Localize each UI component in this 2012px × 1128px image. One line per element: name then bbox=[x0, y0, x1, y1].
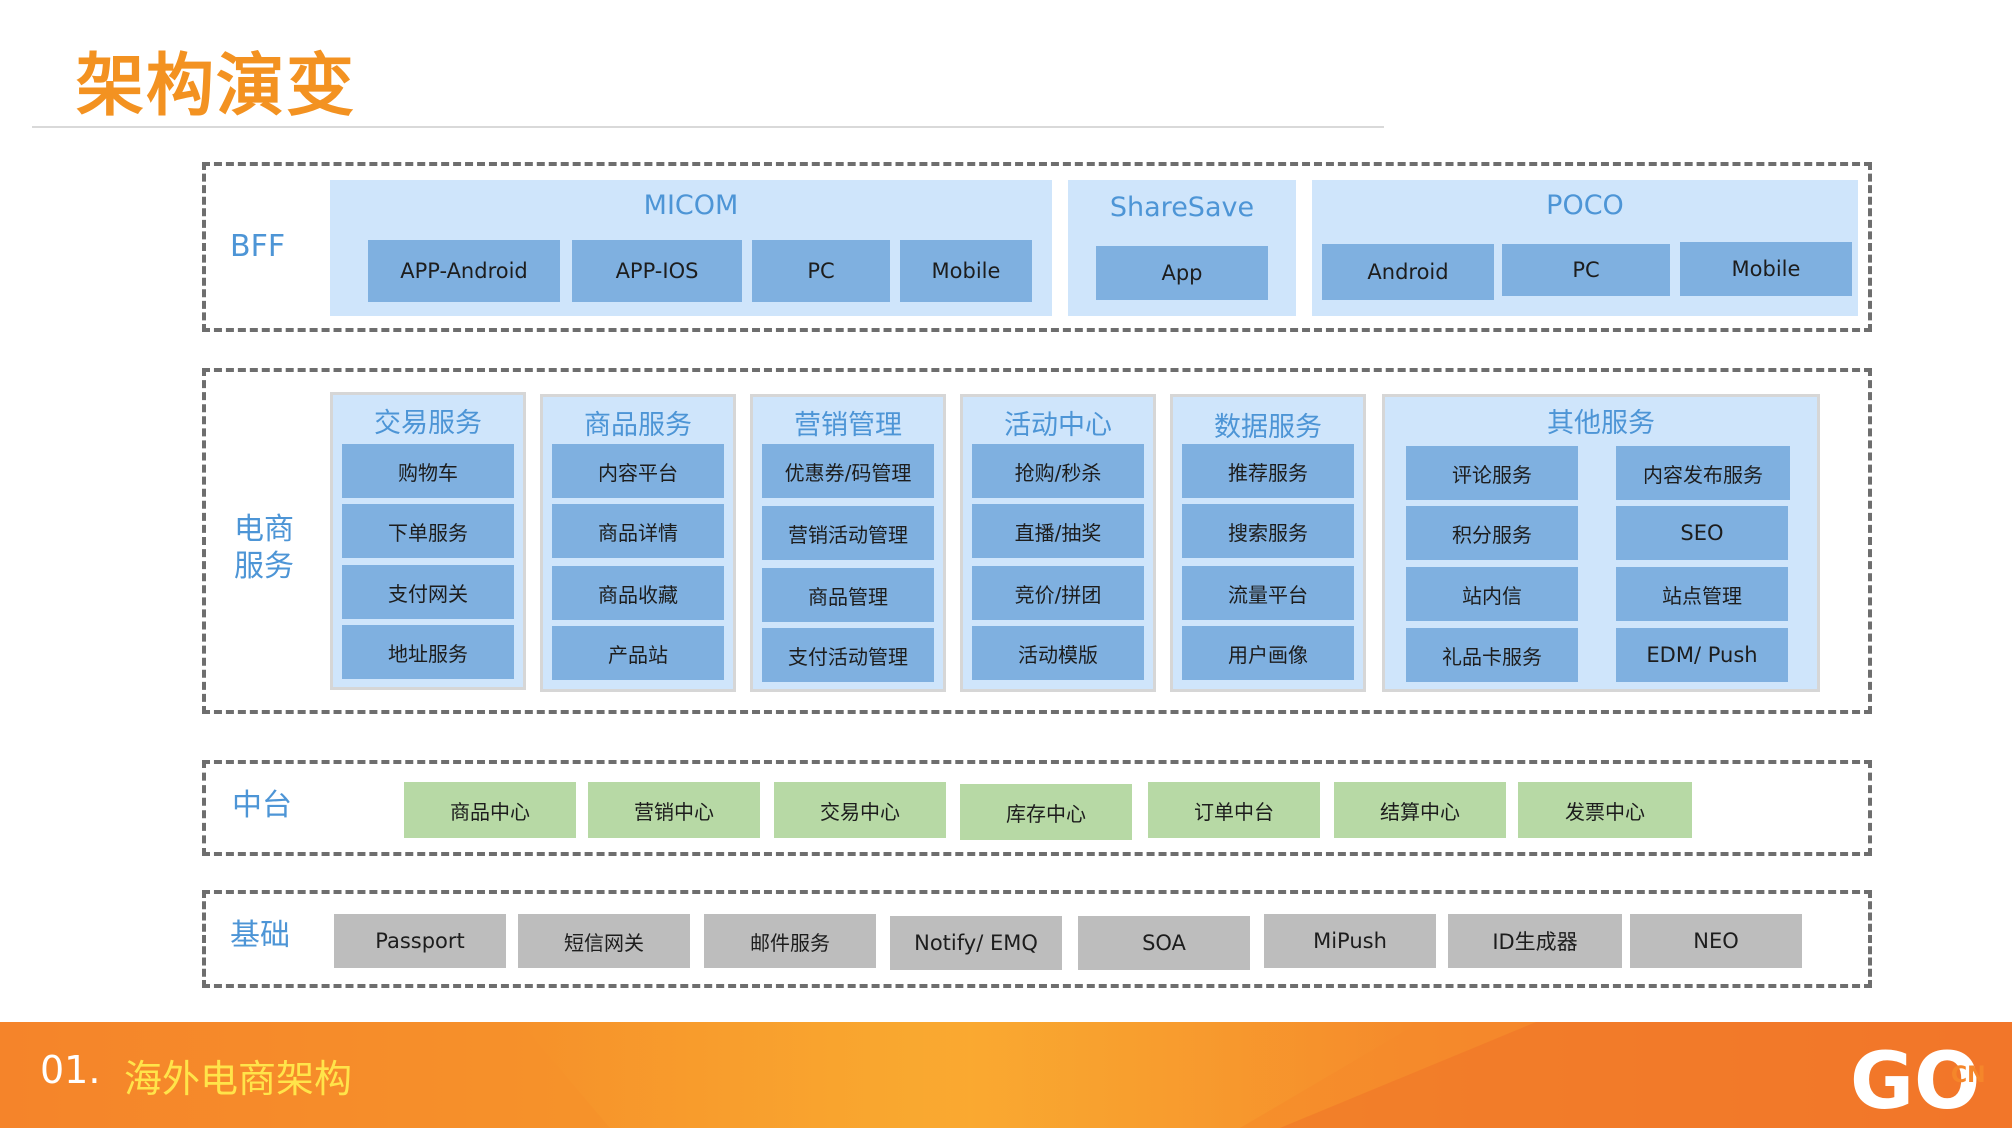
base-item-soa: SOA bbox=[1078, 916, 1250, 970]
other-item-edm-push: EDM/ Push bbox=[1616, 628, 1788, 682]
base-item-notify: Notify/ EMQ bbox=[890, 916, 1062, 970]
other-item-giftcard: 礼品卡服务 bbox=[1406, 628, 1578, 682]
footer-bar bbox=[0, 1022, 2012, 1128]
footer-section-title: 海外电商架构 bbox=[124, 1057, 353, 1101]
micom-pc: PC bbox=[752, 240, 890, 302]
group-activity-title: 活动中心 bbox=[1004, 410, 1112, 441]
middle-item-order: 订单中台 bbox=[1148, 782, 1320, 838]
other-item-publish: 内容发布服务 bbox=[1616, 446, 1790, 500]
group-marketing-title: 营销管理 bbox=[794, 410, 902, 441]
page-title: 架构演变 bbox=[76, 47, 357, 126]
trade-item-payment: 支付网关 bbox=[342, 565, 514, 619]
base-item-mipush: MiPush bbox=[1264, 914, 1436, 968]
middle-label: 中台 bbox=[232, 788, 292, 823]
ecommerce-label-line1: 电商 bbox=[234, 512, 294, 547]
activity-item-template: 活动模版 bbox=[972, 626, 1144, 680]
middle-layer bbox=[202, 760, 1872, 856]
group-trade-title: 交易服务 bbox=[374, 408, 482, 439]
activity-item-live: 直播/抽奖 bbox=[972, 504, 1144, 558]
poco-title: POCO bbox=[1546, 190, 1624, 221]
ecommerce-label-line2: 服务 bbox=[234, 549, 294, 584]
product-item-detail: 商品详情 bbox=[552, 504, 724, 558]
marketing-item-pay-activity: 支付活动管理 bbox=[762, 628, 934, 682]
data-item-search: 搜索服务 bbox=[1182, 504, 1354, 558]
middle-item-settlement: 结算中心 bbox=[1334, 782, 1506, 838]
footer-section-number: 01. bbox=[40, 1048, 101, 1092]
middle-item-marketing: 营销中心 bbox=[588, 782, 760, 838]
title-divider bbox=[32, 126, 1384, 128]
bff-layer bbox=[202, 162, 1872, 332]
base-item-idgen: ID生成器 bbox=[1448, 914, 1622, 968]
micom-app-ios: APP-IOS bbox=[572, 240, 742, 302]
trade-item-cart: 购物车 bbox=[342, 444, 514, 498]
micom-app-android: APP-Android bbox=[368, 240, 560, 302]
poco-mobile: Mobile bbox=[1680, 242, 1852, 296]
activity-item-flash: 抢购/秒杀 bbox=[972, 444, 1144, 498]
logo-cn-text: CN bbox=[1951, 1063, 1986, 1088]
gocn-logo: GO CN bbox=[1850, 1037, 1986, 1118]
middle-item-invoice: 发票中心 bbox=[1518, 782, 1692, 838]
data-item-profile: 用户画像 bbox=[1182, 626, 1354, 680]
base-item-sms: 短信网关 bbox=[518, 914, 690, 968]
product-item-content: 内容平台 bbox=[552, 444, 724, 498]
poco-android: Android bbox=[1322, 244, 1494, 300]
base-item-mail: 邮件服务 bbox=[704, 914, 876, 968]
base-item-neo: NEO bbox=[1630, 914, 1802, 968]
marketing-item-activity: 营销活动管理 bbox=[762, 506, 934, 560]
logo-go-text: GO bbox=[1850, 1037, 1980, 1118]
middle-item-inventory: 库存中心 bbox=[960, 784, 1132, 840]
micom-mobile: Mobile bbox=[900, 240, 1032, 302]
product-item-favorite: 商品收藏 bbox=[552, 566, 724, 620]
other-item-seo: SEO bbox=[1616, 506, 1788, 560]
data-item-traffic: 流量平台 bbox=[1182, 566, 1354, 620]
bff-label: BFF bbox=[230, 229, 286, 264]
micom-title: MICOM bbox=[643, 190, 739, 221]
group-data-title: 数据服务 bbox=[1214, 412, 1322, 443]
sharesave-title: ShareSave bbox=[1109, 192, 1255, 223]
trade-item-order: 下单服务 bbox=[342, 504, 514, 558]
other-item-points: 积分服务 bbox=[1406, 506, 1578, 560]
base-layer bbox=[202, 890, 1872, 988]
other-item-message: 站内信 bbox=[1406, 567, 1578, 621]
ecommerce-layer bbox=[202, 368, 1872, 714]
middle-item-product: 商品中心 bbox=[404, 782, 576, 838]
base-label: 基础 bbox=[230, 918, 290, 953]
marketing-item-goods: 商品管理 bbox=[762, 568, 934, 622]
other-item-comment: 评论服务 bbox=[1406, 446, 1578, 500]
group-other-title: 其他服务 bbox=[1547, 408, 1655, 439]
group-product-title: 商品服务 bbox=[584, 410, 692, 441]
sharesave-app: App bbox=[1096, 246, 1268, 300]
data-item-recommend: 推荐服务 bbox=[1182, 444, 1354, 498]
base-item-passport: Passport bbox=[334, 914, 506, 968]
poco-pc: PC bbox=[1502, 244, 1670, 296]
product-item-station: 产品站 bbox=[552, 626, 724, 680]
marketing-item-coupon: 优惠券/码管理 bbox=[762, 444, 934, 498]
activity-item-bid: 竞价/拼团 bbox=[972, 566, 1144, 620]
trade-item-address: 地址服务 bbox=[342, 625, 514, 679]
other-item-site: 站点管理 bbox=[1616, 567, 1788, 621]
middle-item-trade: 交易中心 bbox=[774, 782, 946, 838]
